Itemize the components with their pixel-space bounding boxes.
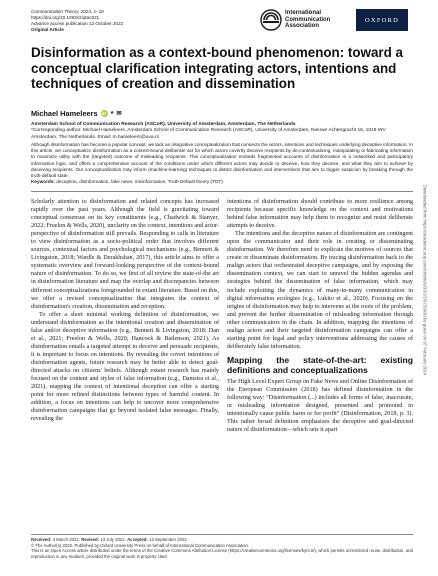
download-side-note: Downloaded from https://academic.oup.com…: [421, 150, 429, 410]
footer-divider: [31, 534, 413, 535]
ica-emblem-icon: [260, 9, 282, 31]
body-paragraph: The intentions and the deceptive nature …: [227, 231, 413, 350]
body-column-right: intentions of disinformation should cont…: [227, 198, 413, 434]
body-paragraph: To offer a short minimal working definit…: [31, 311, 219, 423]
article-title: Disinformation as a context-bound phenom…: [31, 45, 403, 92]
envelope-icon[interactable]: ✉: [116, 111, 122, 117]
side-note-text: Downloaded from https://academic.oup.com…: [422, 184, 428, 376]
history-dates: Received: 4 March 2022. Revised: 13 July…: [31, 537, 187, 542]
journal-citation: Communication Theory, 2023, 1–10: [31, 9, 104, 14]
abstract: Although disinformation has become a pop…: [31, 142, 413, 179]
advance-access-date: Advance access publication 12 October 20…: [31, 21, 124, 26]
keywords-label: Keywords:: [31, 179, 55, 184]
asterisk-mark: *: [110, 109, 114, 118]
article-type: Original Article: [31, 27, 64, 32]
keywords: Keywords: deception, disinformation, fak…: [31, 179, 413, 185]
copyright: © The Author(s) 2022. Published by Oxfor…: [31, 542, 250, 548]
ica-name: International Communication Association: [285, 10, 331, 30]
ica-logo: International Communication Association: [260, 9, 349, 31]
license: This is an Open Access article distribut…: [31, 548, 413, 559]
section-heading: Mapping the state-of-the-art: existing d…: [227, 354, 413, 375]
body-paragraph: Scholarly attention to disinformation an…: [31, 199, 219, 310]
keywords-text: deception, disinformation, fake news, mi…: [56, 179, 223, 184]
corresponding-author: *Corresponding author: Michael Hameleers…: [31, 128, 386, 140]
author-name: Michael Hameleers: [31, 109, 98, 118]
footer: Received: 4 March 2022. Revised: 13 July…: [31, 537, 413, 559]
body-column-left: Scholarly attention to disinformation an…: [31, 198, 219, 423]
body-paragraph: The High Level Expert Group on Fake News…: [227, 378, 413, 434]
journal-header: Communication Theory, 2023, 1–10 https:/…: [31, 9, 251, 33]
doi-link[interactable]: https://doi.org/10.1093/ct/qtac021: [31, 15, 100, 20]
header-divider: [31, 191, 413, 192]
author-line: Michael Hameleers iD * ✉: [31, 109, 121, 118]
affiliation-block: Amsterdam School of Communication Resear…: [31, 122, 411, 141]
body-paragraph: intentions of disinformation should cont…: [227, 199, 413, 230]
oxford-logo: OXFORD: [356, 9, 408, 31]
orcid-icon[interactable]: iD: [100, 110, 108, 117]
affiliation: Amsterdam School of Communication Resear…: [31, 122, 296, 127]
